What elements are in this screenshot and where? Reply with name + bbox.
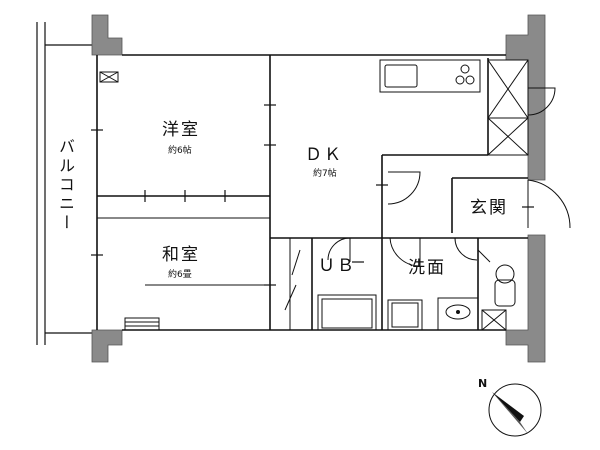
ventilation-icons [99, 71, 160, 331]
japanese-room-label: 和室 [162, 245, 200, 265]
closet-lines [97, 217, 301, 330]
washroom-label: 洗面 [408, 258, 446, 278]
utility-shafts [481, 59, 529, 331]
western-room-label: 洋室 [162, 120, 200, 140]
dk-room-area: 約7帖 [313, 169, 337, 179]
entrance-label: 玄関 [470, 198, 508, 218]
japanese-room-area: 約6畳 [168, 270, 192, 280]
stove-icon [379, 59, 481, 93]
bathtub-icon [317, 294, 377, 331]
toilet-icon [494, 264, 516, 307]
compass-rose [488, 383, 542, 437]
balcony-label: バルコニー [56, 138, 75, 233]
unit-bath-label: ＵＢ [318, 256, 356, 276]
door-swings [327, 87, 571, 267]
exterior-walls [91, 14, 546, 363]
partition-marks [91, 104, 534, 286]
compass-north-label: N [478, 377, 488, 390]
wall-lines [96, 54, 528, 331]
balcony-outline [36, 22, 92, 345]
dk-room-label: ＤＫ [305, 145, 343, 165]
western-room-area: 約6帖 [168, 146, 192, 156]
washbasin-icon [387, 297, 479, 331]
